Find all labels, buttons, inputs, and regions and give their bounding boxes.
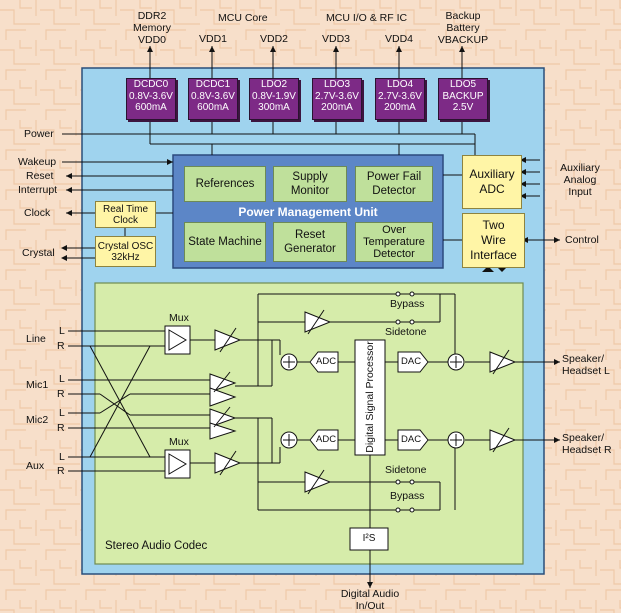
bypass-label-bottom: Bypass xyxy=(390,490,425,502)
interrupt-label: Interrupt xyxy=(18,184,58,196)
mic1-amp-r xyxy=(209,387,237,407)
adc-right-shape xyxy=(309,429,339,451)
references-block: References xyxy=(184,166,266,202)
mic2-input-label: Mic2 xyxy=(26,414,49,426)
bypass-amp-r xyxy=(304,471,332,493)
pmu-title: Power Management Unit xyxy=(238,205,378,219)
i2s-block xyxy=(349,527,389,551)
over-temperature-detector-block: Over Temperature Detector xyxy=(355,222,433,262)
dsp-block xyxy=(354,339,386,456)
i2s-label: I²S xyxy=(362,533,376,544)
adc-right-label: ADC xyxy=(316,434,337,445)
vdd3-label: VDD3 xyxy=(322,33,351,45)
mic2-amp-r xyxy=(209,422,237,440)
adc-left-label: ADC xyxy=(316,356,337,367)
bypass-amp-l xyxy=(304,311,332,333)
wakeup-label: Wakeup xyxy=(18,156,57,168)
vdd1-label: VDD1 xyxy=(199,33,228,45)
power-label: Power xyxy=(24,128,54,140)
state-machine-block: State Machine xyxy=(184,222,266,262)
mic2-amp-l xyxy=(209,408,237,428)
aux-input-label: Aux xyxy=(26,460,45,472)
vdd2-label: VDD2 xyxy=(260,33,289,45)
reset-label: Reset xyxy=(26,170,54,182)
crystal-label: Crystal xyxy=(22,247,55,259)
mic1-amp-l xyxy=(209,373,237,393)
line-l-label: L xyxy=(59,325,65,337)
mic2-r-label: R xyxy=(57,422,65,434)
out-amp-r xyxy=(489,429,517,451)
adc-left-shape xyxy=(309,351,339,373)
control-label: Control xyxy=(565,234,599,246)
dac-right-label: DAC xyxy=(401,434,422,445)
line-input-label: Line xyxy=(26,333,46,345)
reset-generator-block: Reset Generator xyxy=(273,222,347,262)
speaker-headset-r-label: Speaker/Headset R xyxy=(562,432,612,456)
line-r-label: R xyxy=(57,340,65,352)
dac-left-label: DAC xyxy=(401,356,422,367)
dac-left-shape xyxy=(397,351,429,373)
codec-title: Stereo Audio Codec xyxy=(105,540,208,552)
mux-left xyxy=(164,325,191,355)
mcu-core-label: MCU Core xyxy=(218,12,268,24)
supply-monitor-block: Supply Monitor xyxy=(273,166,347,202)
bypass-label-top: Bypass xyxy=(390,298,425,310)
mic1-l-label: L xyxy=(59,373,65,385)
sidetone-label-bottom: Sidetone xyxy=(385,464,427,476)
aux-l-label: L xyxy=(59,451,65,463)
out-amp-l xyxy=(489,351,517,373)
mic2-l-label: L xyxy=(59,407,65,419)
vdd4-label: VDD4 xyxy=(385,33,414,45)
mux-label-bottom: Mux xyxy=(169,436,189,448)
dsp-label: Digital Signal Processor xyxy=(364,341,376,453)
aux-r-label: R xyxy=(57,465,65,477)
mcu-io-label: MCU I/O & RF IC xyxy=(326,12,408,24)
power-fail-detector-block: Power Fail Detector xyxy=(355,166,433,202)
dac-right-shape xyxy=(397,429,429,451)
sidetone-label-top: Sidetone xyxy=(385,326,427,338)
mic1-r-label: R xyxy=(57,388,65,400)
clock-label: Clock xyxy=(24,207,51,219)
mux-right xyxy=(164,449,191,479)
speaker-headset-l-label: Speaker/Headset L xyxy=(562,353,610,377)
mux-label-top: Mux xyxy=(169,312,189,324)
mic1-input-label: Mic1 xyxy=(26,379,49,391)
